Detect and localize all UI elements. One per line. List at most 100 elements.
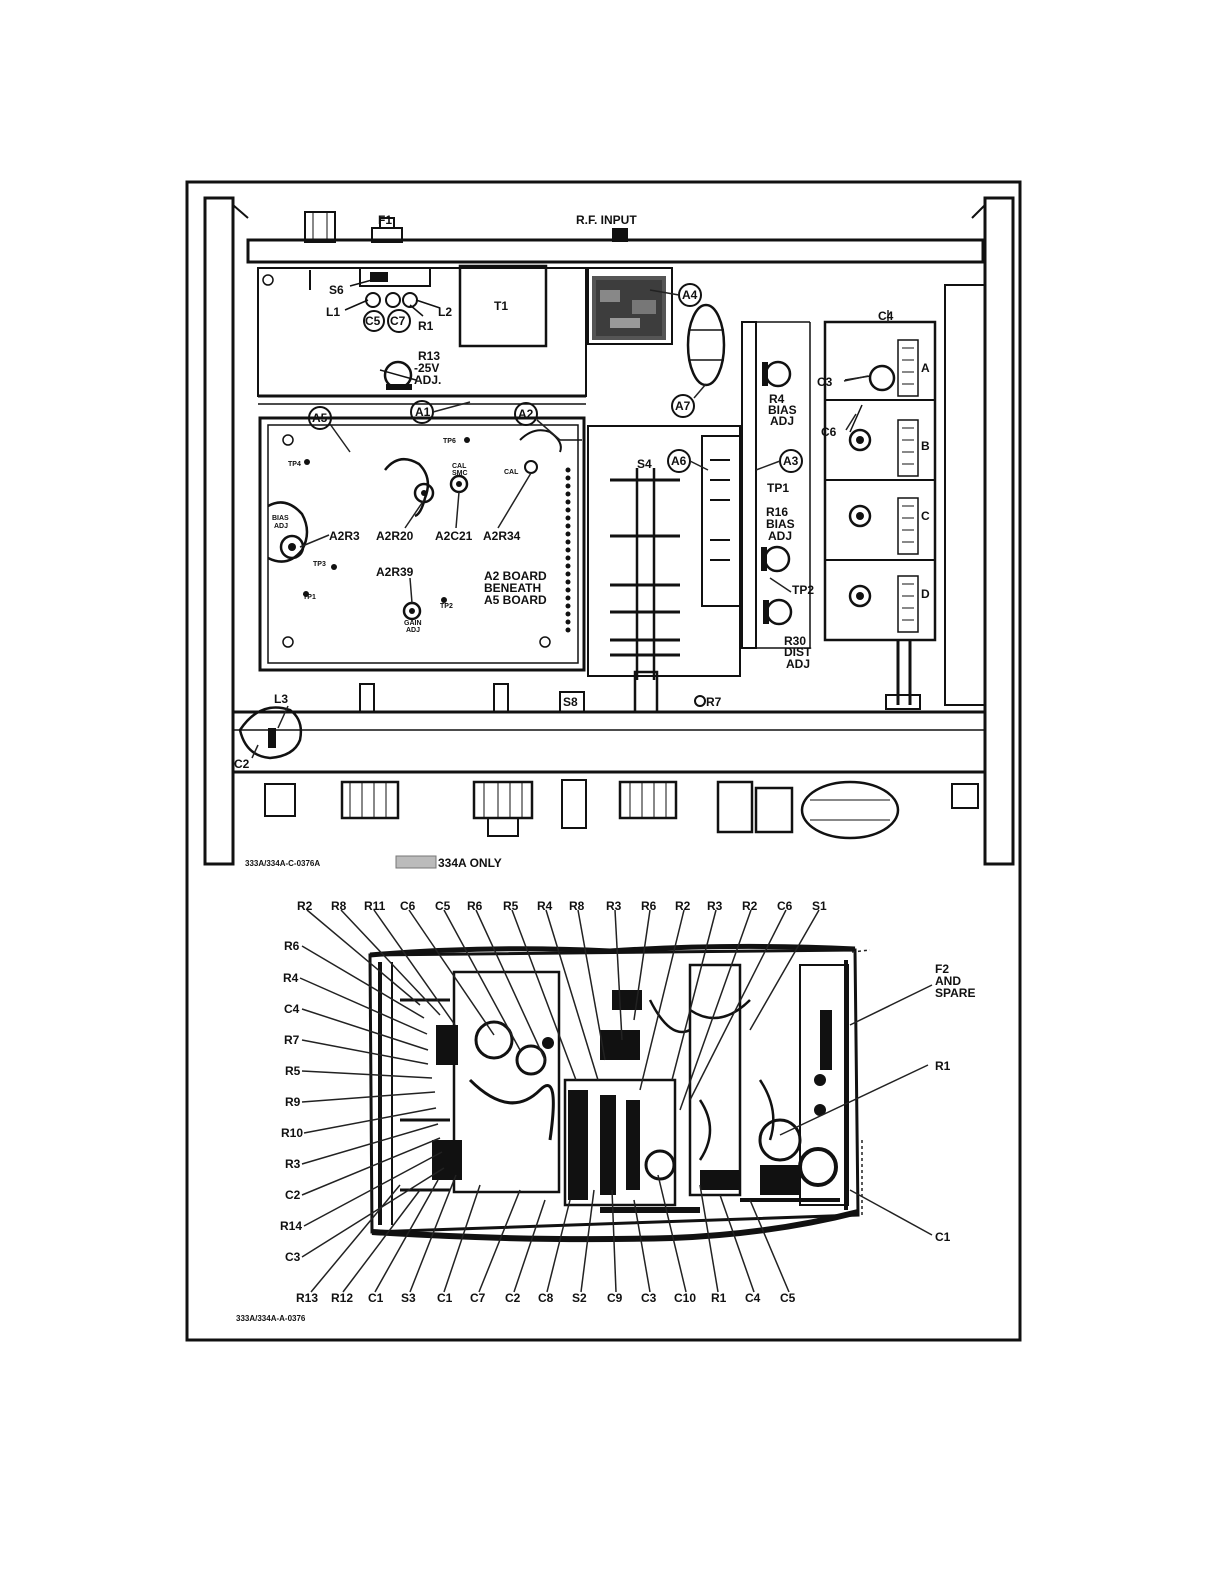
lower-bottom-label-c4: C4 xyxy=(745,1291,761,1305)
lower-left-label-r9: R9 xyxy=(285,1095,301,1109)
label-a7: A7 xyxy=(675,399,691,413)
lower-top-label-r2-b: R2 xyxy=(675,899,691,913)
label-bias-adj-small-2: ADJ xyxy=(274,523,288,530)
label-bias-adj-small-1: BIAS xyxy=(272,515,289,522)
label-l1: L1 xyxy=(326,305,340,319)
label-tp2: TP2 xyxy=(792,583,814,597)
label-a6: A6 xyxy=(671,454,687,468)
lower-bottom-label-c9: C9 xyxy=(607,1291,623,1305)
upper-chassis-view xyxy=(203,196,1015,869)
lower-left-label-r10: R10 xyxy=(281,1126,303,1140)
lower-top-label-r2-c: R2 xyxy=(742,899,758,913)
lower-bottom-label-c8: C8 xyxy=(538,1291,554,1305)
label-a2r39: A2R39 xyxy=(376,565,414,579)
figure-frame xyxy=(185,180,1022,1342)
legend-334a-only: 334A ONLY xyxy=(438,856,502,870)
label-gain-adj-1: GAIN xyxy=(404,620,422,627)
label-a2-note-line2: BENEATH xyxy=(484,581,541,595)
lower-bottom-label-c3: C3 xyxy=(641,1291,657,1305)
label-s4: S4 xyxy=(637,457,652,471)
lower-bottom-label-c2: C2 xyxy=(505,1291,521,1305)
lower-left-label-r5: R5 xyxy=(285,1064,301,1078)
label-tp6: TP6 xyxy=(443,438,456,445)
label-a2-note-line1: A2 BOARD xyxy=(484,569,547,583)
lower-top-label-c6: C6 xyxy=(400,899,416,913)
lower-right-label-and: AND xyxy=(935,974,961,988)
label-tp3: TP3 xyxy=(313,561,326,568)
upper-view-labels: F1 R.F. INPUT S6 L1 L2 C5 C7 R1 T1 R13 -… xyxy=(234,213,930,870)
label-a1: A1 xyxy=(415,405,431,419)
label-s6: S6 xyxy=(329,283,344,297)
lower-view-labels: R2 R8 R11 C6 C5 R6 R5 R4 R8 R3 R6 R2 R3 … xyxy=(236,899,975,1323)
label-t1: T1 xyxy=(494,299,508,313)
label-r7: R7 xyxy=(706,695,722,709)
label-section-b: B xyxy=(921,439,930,453)
lower-bottom-label-c5: C5 xyxy=(780,1291,796,1305)
label-c4: C4 xyxy=(878,309,894,323)
label-c2: C2 xyxy=(234,757,250,771)
label-c7: C7 xyxy=(390,314,406,328)
lower-top-label-r5: R5 xyxy=(503,899,519,913)
label-a2r34: A2R34 xyxy=(483,529,521,543)
lower-bottom-label-r13: R13 xyxy=(296,1291,318,1305)
label-a3: A3 xyxy=(783,454,799,468)
lower-left-label-r6: R6 xyxy=(284,939,300,953)
label-r4-line1: R4 xyxy=(769,392,785,406)
lower-bottom-label-c7: C7 xyxy=(470,1291,486,1305)
lower-left-label-c4: C4 xyxy=(284,1002,300,1016)
lower-view-component-cluster xyxy=(400,990,840,1213)
front-panel-knobs xyxy=(264,779,979,840)
label-r4-line3: ADJ xyxy=(770,414,794,428)
upper-drawing-code: 333A/334A-C-0376A xyxy=(245,859,320,868)
lower-top-label-c5: C5 xyxy=(435,899,451,913)
lower-top-label-r3: R3 xyxy=(606,899,622,913)
lower-top-label-r6: R6 xyxy=(467,899,483,913)
label-r13-line3: ADJ. xyxy=(414,373,441,387)
label-a2r3: A2R3 xyxy=(329,529,360,543)
label-tp4: TP4 xyxy=(288,461,301,468)
lower-bottom-label-c10: C10 xyxy=(674,1291,696,1305)
label-f1: F1 xyxy=(378,213,392,227)
label-a4: A4 xyxy=(682,288,698,302)
lower-left-label-c2: C2 xyxy=(285,1188,301,1202)
lower-left-label-r4: R4 xyxy=(283,971,299,985)
label-r13-line1: R13 xyxy=(418,349,440,363)
label-a2: A2 xyxy=(518,407,534,421)
lower-top-label-r8-b: R8 xyxy=(569,899,585,913)
label-cal-2: CAL xyxy=(504,469,519,476)
c4-capacitor-plates xyxy=(897,339,919,633)
lower-assembly-view xyxy=(299,909,933,1293)
lower-top-label-r6-b: R6 xyxy=(641,899,657,913)
lower-right-label-r1: R1 xyxy=(935,1059,951,1073)
lower-top-label-r3-b: R3 xyxy=(707,899,723,913)
label-r1: R1 xyxy=(418,319,434,333)
label-r30-line1: R30 xyxy=(784,634,806,648)
label-a2-note-line3: A5 BOARD xyxy=(484,593,547,607)
lower-top-label-r8: R8 xyxy=(331,899,347,913)
label-a2c21: A2C21 xyxy=(435,529,473,543)
lower-bottom-label-r12: R12 xyxy=(331,1291,353,1305)
label-tp1-small: TP1 xyxy=(303,594,316,601)
label-l2: L2 xyxy=(438,305,452,319)
label-c3: C3 xyxy=(817,375,833,389)
lower-bottom-label-s2: S2 xyxy=(572,1291,587,1305)
label-r16-line1: R16 xyxy=(766,505,788,519)
label-rf-input: R.F. INPUT xyxy=(576,213,637,227)
label-r13-line2: -25V xyxy=(414,361,439,375)
lower-right-label-spare: SPARE xyxy=(935,986,975,1000)
lower-bottom-label-c1-b: C1 xyxy=(437,1291,453,1305)
lower-top-label-s1: S1 xyxy=(812,899,827,913)
label-gain-adj-2: ADJ xyxy=(406,627,420,634)
label-section-c: C xyxy=(921,509,930,523)
label-c5: C5 xyxy=(365,314,381,328)
label-tp1: TP1 xyxy=(767,481,789,495)
label-r30-line3: ADJ xyxy=(786,657,810,671)
lower-right-label-c1: C1 xyxy=(935,1230,951,1244)
label-a5: A5 xyxy=(312,411,328,425)
label-tp2-small: TP2 xyxy=(440,603,453,610)
a4-shaded-block xyxy=(592,276,666,340)
lower-top-label-r4: R4 xyxy=(537,899,553,913)
label-r30-line2: DIST xyxy=(784,645,812,659)
lower-top-label-c6-b: C6 xyxy=(777,899,793,913)
lower-left-label-r14: R14 xyxy=(280,1219,302,1233)
